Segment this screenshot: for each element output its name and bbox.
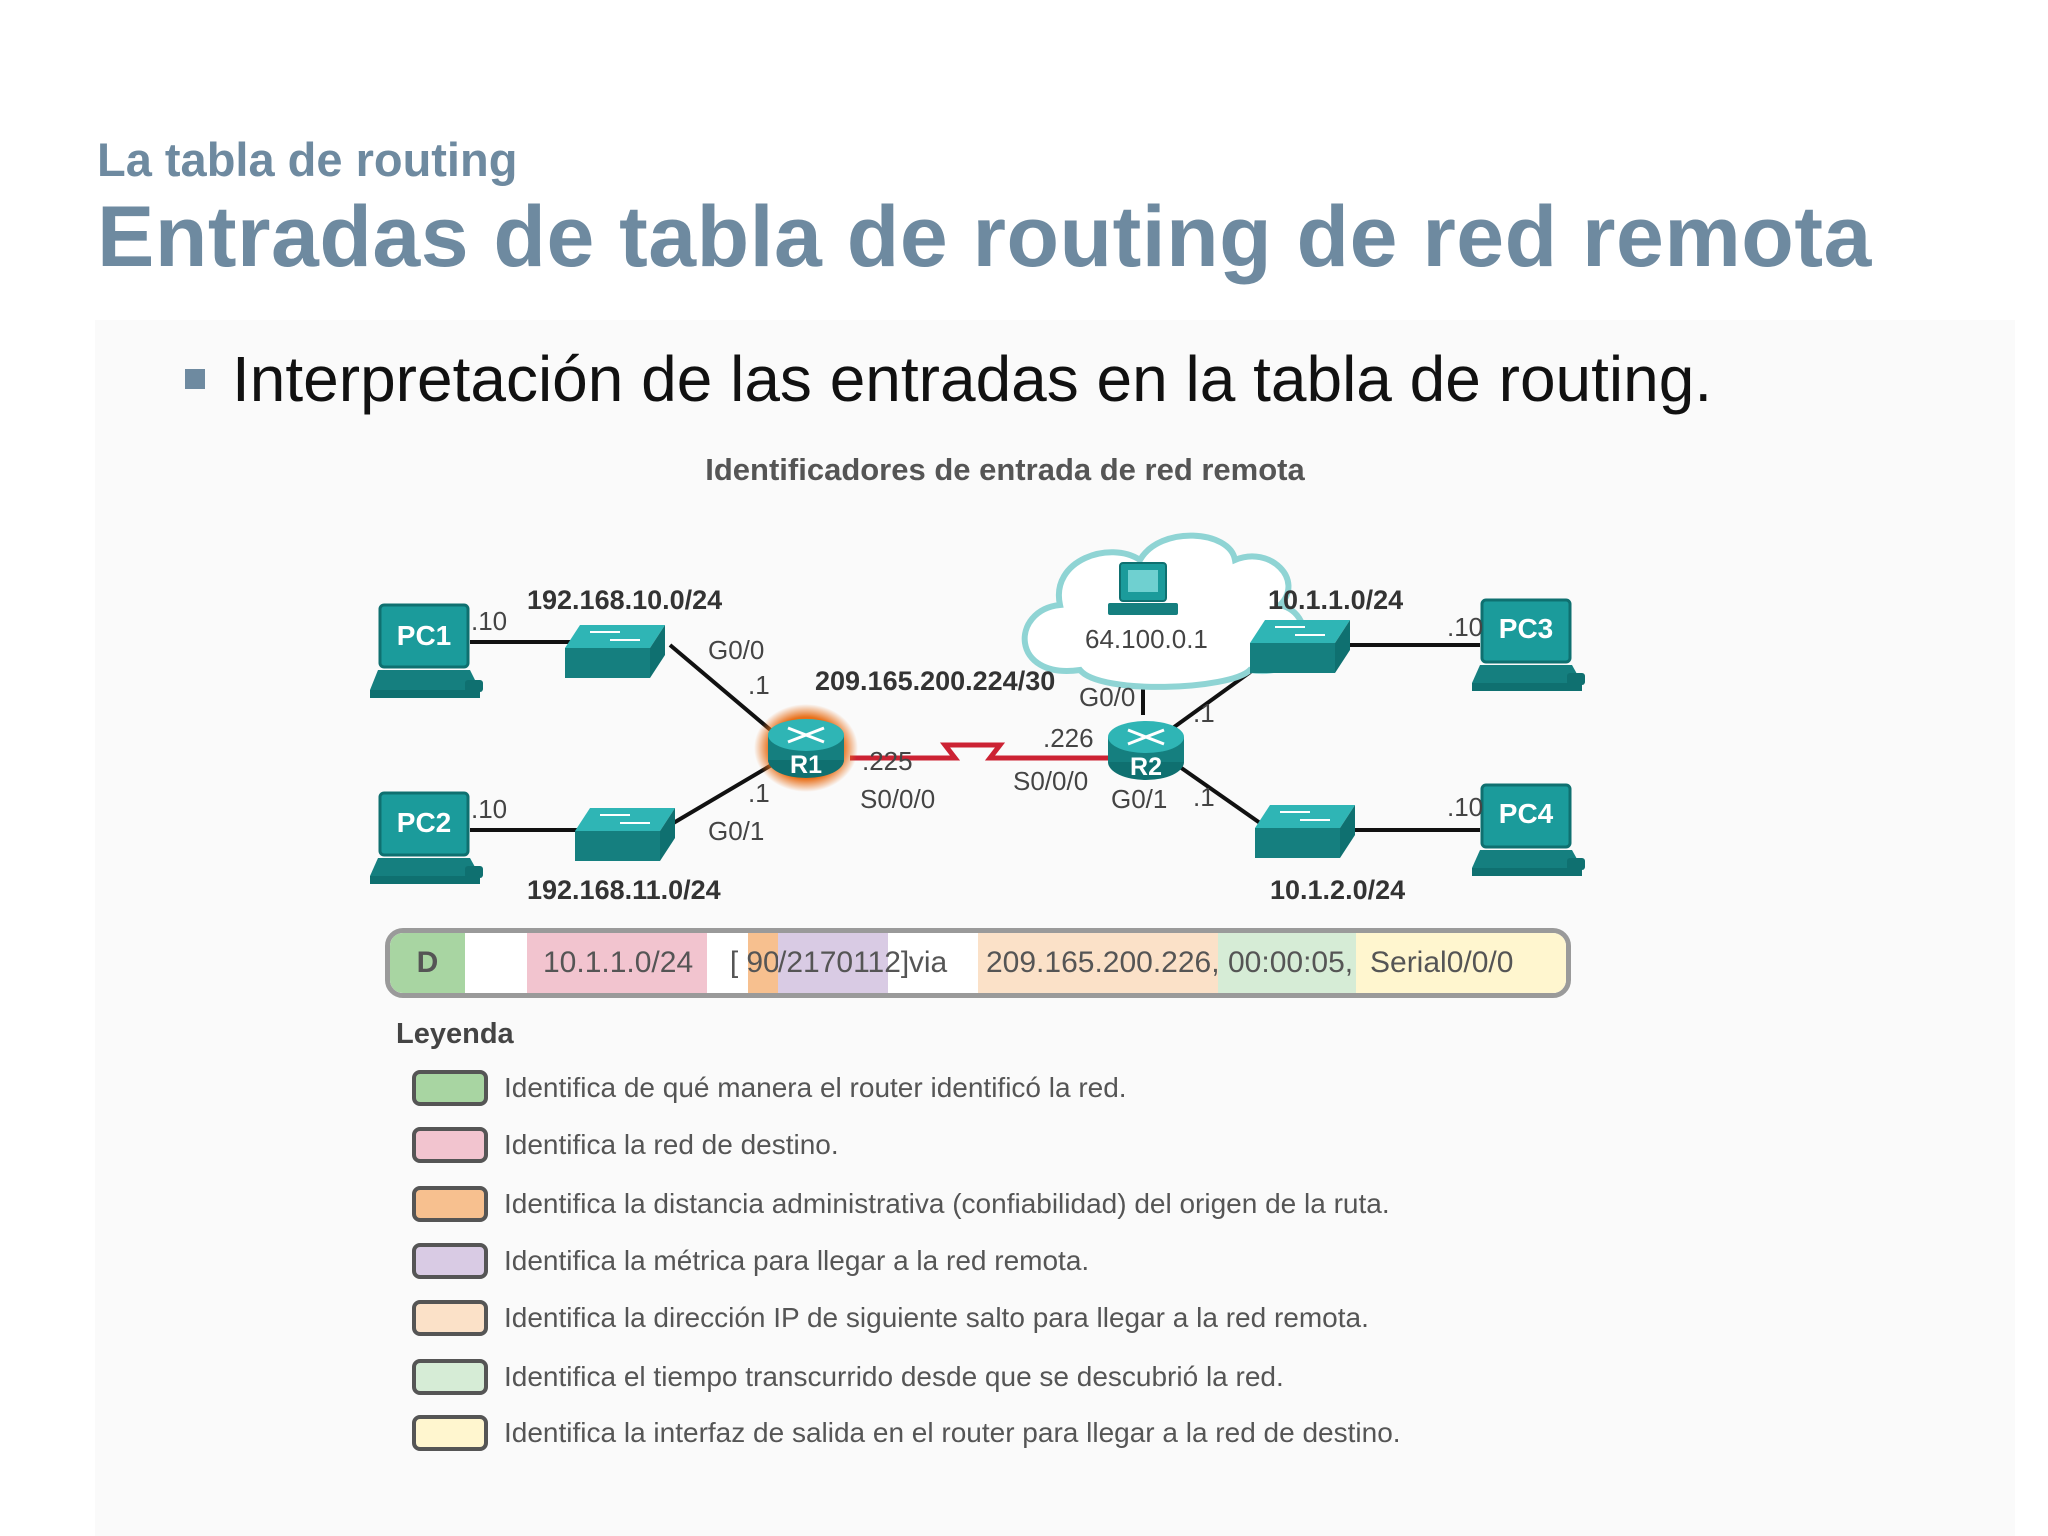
link-sw1-r1 bbox=[668, 643, 782, 740]
entry-via: via bbox=[908, 946, 948, 979]
r1-label: R1 bbox=[790, 751, 822, 779]
router-r1-icon bbox=[754, 704, 858, 792]
net-right-bottom-label: 10.1.2.0/24 bbox=[1270, 875, 1405, 905]
legend-swatch bbox=[412, 1070, 488, 1106]
net-left-bottom-label: 192.168.11.0/24 bbox=[527, 875, 721, 905]
legend-title: Leyenda bbox=[396, 1018, 514, 1050]
legend-text: Identifica la métrica para llegar a la r… bbox=[504, 1245, 1090, 1276]
link-r2-sw4 bbox=[1168, 758, 1272, 832]
entry-time: 00:00:05, bbox=[1218, 933, 1356, 993]
server-icon bbox=[1108, 562, 1178, 615]
r1-s000-label: S0/0/0 bbox=[860, 784, 935, 814]
legend-text: Identifica la red de destino. bbox=[504, 1129, 839, 1160]
cloud-icon bbox=[1021, 532, 1307, 690]
switch4-icon bbox=[1255, 805, 1355, 858]
net-left-top-label: 192.168.10.0/24 bbox=[527, 585, 722, 615]
cloud-ip-label: 64.100.0.1 bbox=[1085, 624, 1208, 654]
net-right-top-label: 10.1.1.0/24 bbox=[1268, 585, 1403, 615]
r1-s000-ip-label: .225 bbox=[862, 746, 913, 776]
pc3-icon bbox=[1472, 598, 1585, 691]
pc4-host-label: .10 bbox=[1447, 792, 1483, 822]
r2-g01-ip-label: .1 bbox=[1193, 782, 1215, 812]
pc4-label: PC4 bbox=[1499, 798, 1554, 829]
entry-bracket-open: [ bbox=[729, 946, 739, 979]
legend-swatch bbox=[412, 1186, 488, 1222]
legend-item: Identifica de qué manera el router ident… bbox=[412, 1070, 1127, 1106]
legend-item: Identifica la métrica para llegar a la r… bbox=[412, 1243, 1089, 1279]
legend-item: Identifica la dirección IP de siguiente … bbox=[412, 1300, 1369, 1336]
legend-text: Identifica de qué manera el router ident… bbox=[504, 1072, 1127, 1103]
entry-interface: Serial0/0/0 bbox=[1356, 933, 1566, 993]
entry-code: D bbox=[390, 933, 465, 993]
pc3-label: PC3 bbox=[1499, 613, 1553, 644]
router-r2-icon bbox=[1108, 721, 1184, 780]
legend-swatch bbox=[412, 1359, 488, 1395]
entry-next-hop: 209.165.200.226, bbox=[978, 933, 1220, 993]
entry-metric: /2170112] bbox=[778, 933, 909, 993]
legend-swatch bbox=[412, 1127, 488, 1163]
legend-text: Identifica la interfaz de salida en el r… bbox=[504, 1417, 1401, 1448]
switch1-icon bbox=[565, 625, 665, 678]
pc2-icon bbox=[370, 791, 483, 884]
wan-net-label: 209.165.200.224/30 bbox=[815, 666, 1055, 696]
legend-text: Identifica la distancia administrativa (… bbox=[504, 1188, 1390, 1219]
r1-g01-label: G0/1 bbox=[708, 816, 764, 846]
bullet-item: Interpretación de las entradas en la tab… bbox=[185, 342, 1712, 416]
legend-item: Identifica el tiempo transcurrido desde … bbox=[412, 1359, 1284, 1395]
legend-swatch bbox=[412, 1300, 488, 1336]
r2-g00-label: G0/0 bbox=[1079, 682, 1135, 712]
legend-swatch bbox=[412, 1243, 488, 1279]
r1-g01-ip-label: .1 bbox=[748, 778, 770, 808]
legend-swatch bbox=[412, 1415, 488, 1451]
r2-label: R2 bbox=[1130, 753, 1162, 781]
r2-g00-ip-label: .1 bbox=[1193, 698, 1215, 728]
pc2-host-label: .10 bbox=[471, 794, 507, 824]
pc1-label: PC1 bbox=[397, 620, 451, 651]
pc4-icon bbox=[1472, 783, 1585, 876]
serial-link bbox=[850, 742, 1110, 761]
legend-item: Identifica la red de destino. bbox=[412, 1127, 839, 1163]
links bbox=[470, 640, 1480, 832]
r2-g01-label: G0/1 bbox=[1111, 784, 1167, 814]
r2-s000-ip-label: .226 bbox=[1043, 723, 1094, 753]
switch2-icon bbox=[575, 808, 675, 861]
legend-item: Identifica la distancia administrativa (… bbox=[412, 1186, 1390, 1222]
r1-g00-label: G0/0 bbox=[708, 635, 764, 665]
legend-item: Identifica la interfaz de salida en el r… bbox=[412, 1415, 1401, 1451]
pc1-host-label: .10 bbox=[471, 606, 507, 636]
routing-entry-bar: D 10.1.1.0/24 [ 90 /2170112] via 209.165… bbox=[385, 928, 1571, 998]
bullet-square-icon bbox=[185, 369, 205, 389]
page-title: Entradas de tabla de routing de red remo… bbox=[97, 189, 1872, 285]
bullet-text: Interpretación de las entradas en la tab… bbox=[232, 343, 1713, 415]
pc3-host-label: .10 bbox=[1447, 612, 1483, 642]
entry-network: 10.1.1.0/24 bbox=[527, 933, 707, 993]
figure-title: Identificadores de entrada de red remota bbox=[705, 452, 1305, 487]
entry-admin-distance: 90 bbox=[746, 933, 780, 993]
pc2-label: PC2 bbox=[397, 807, 451, 838]
section-title: La tabla de routing bbox=[97, 133, 518, 186]
switch3-icon bbox=[1250, 620, 1350, 673]
r1-g00-ip-label: .1 bbox=[748, 670, 770, 700]
legend-text: Identifica la dirección IP de siguiente … bbox=[504, 1302, 1369, 1333]
r2-s000-label: S0/0/0 bbox=[1013, 766, 1088, 796]
legend-text: Identifica el tiempo transcurrido desde … bbox=[504, 1361, 1284, 1392]
pc1-icon bbox=[370, 603, 483, 698]
